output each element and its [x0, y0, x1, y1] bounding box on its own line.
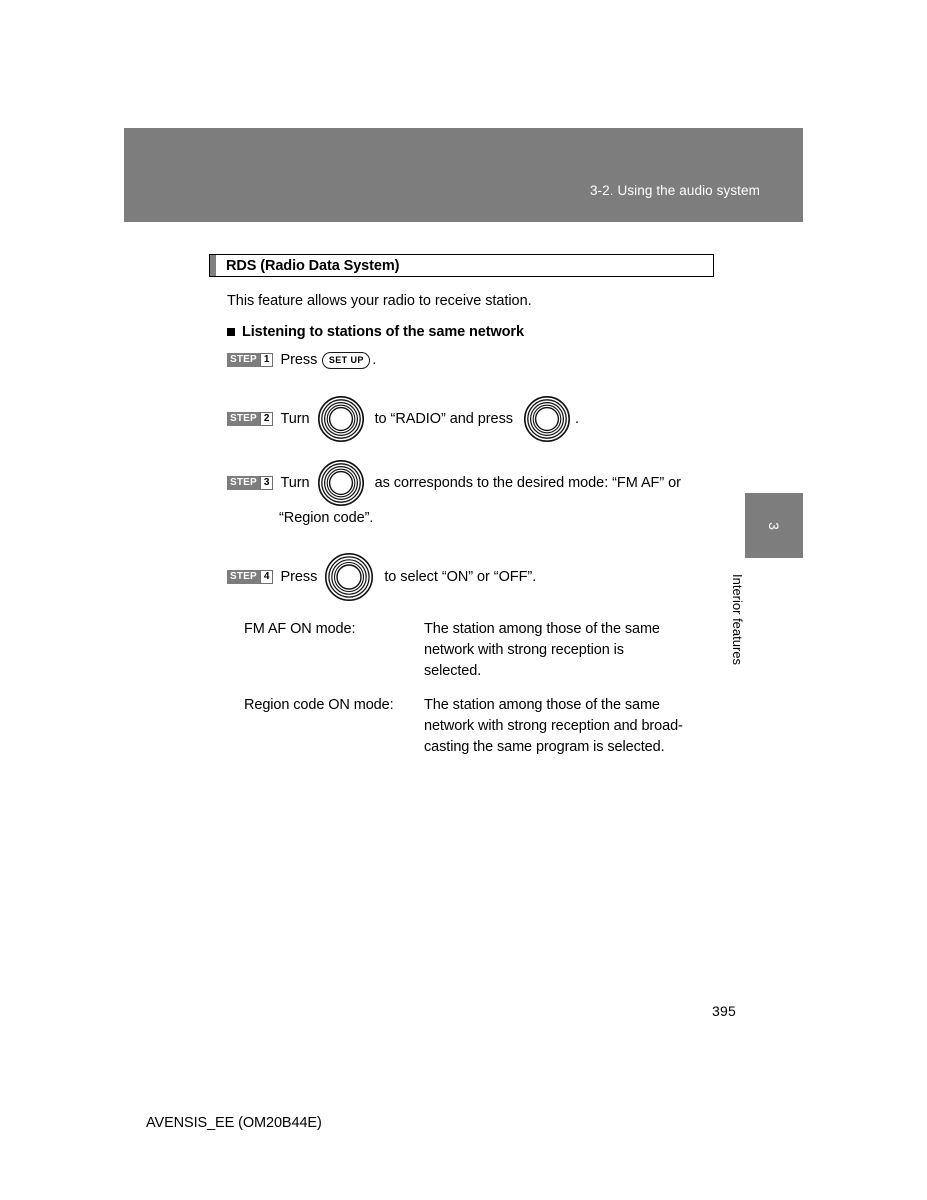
step-badge-number: 2 — [259, 412, 274, 426]
step-badge-word: STEP — [227, 570, 260, 584]
step-2-text-after: . — [574, 411, 579, 427]
section-title-bar: RDS (Radio Data System) — [209, 254, 714, 277]
step-badge-number: 1 — [259, 353, 274, 367]
step-1-text-after: . — [372, 352, 377, 368]
step-row-3: STEP 3 Turn as corresponds to the desire… — [227, 459, 717, 507]
rotary-knob-icon[interactable] — [317, 395, 365, 443]
mode-row: Region code ON mode: The station among t… — [244, 695, 714, 758]
rotary-knob-icon[interactable] — [523, 395, 571, 443]
breadcrumb: 3-2. Using the audio system — [589, 183, 760, 198]
step-3-text-after: as corresponds to the desired mode: “FM … — [374, 475, 681, 491]
rotary-knob-icon[interactable] — [317, 459, 365, 507]
subheading: Listening to stations of the same networ… — [227, 324, 717, 340]
mode-label: FM AF ON mode: — [244, 621, 356, 637]
step-2-text-middle: to “RADIO” and press — [374, 411, 513, 427]
step-badge-number: 4 — [259, 570, 274, 584]
step-badge-word: STEP — [227, 476, 260, 490]
intro-paragraph: This feature allows your radio to receiv… — [227, 293, 532, 309]
page-number: 395 — [712, 1003, 736, 1019]
rotary-knob-icon[interactable] — [324, 552, 374, 602]
mode-description: The station among those of the same netw… — [424, 619, 714, 682]
step-4-text-before: Press — [280, 569, 318, 585]
step-4-text-after: to select “ON” or “OFF”. — [384, 569, 537, 585]
mode-description-line: network with strong reception and broad- — [424, 718, 683, 734]
mode-description-line: The station among those of the same — [424, 621, 660, 637]
setup-key-icon[interactable]: SET UP — [322, 351, 371, 369]
chapter-tab: 3 — [745, 493, 803, 558]
section-accent-bar — [210, 255, 216, 276]
mode-description-line: network with strong reception is — [424, 642, 624, 658]
chapter-tab-number: 3 — [766, 521, 782, 530]
step-row-1: STEP 1 Press SET UP . — [227, 349, 717, 371]
subheading-label: Listening to stations of the same networ… — [242, 324, 524, 340]
mode-description-line: selected. — [424, 663, 482, 679]
mode-description-line: The station among those of the same — [424, 697, 660, 713]
section-title: RDS (Radio Data System) — [226, 257, 400, 274]
mode-description-list: FM AF ON mode: The station among those o… — [244, 619, 714, 758]
step-badge-number: 3 — [259, 476, 274, 490]
step-row-4: STEP 4 Press to select “ON” or “OFF”. — [227, 552, 717, 602]
chapter-tab-label-wrap: Interior features — [730, 572, 745, 665]
step-row-2: STEP 2 Turn to “RADIO” and press — [227, 395, 717, 443]
page-header-band: 3-2. Using the audio system — [124, 128, 803, 222]
step-badge-word: STEP — [227, 353, 260, 367]
step-3-text-before: Turn — [280, 475, 310, 491]
document-code: AVENSIS_EE (OM20B44E) — [146, 1115, 322, 1131]
mode-label: Region code ON mode: — [244, 697, 394, 713]
step-3-continuation: “Region code”. — [279, 510, 374, 526]
step-badge-2: STEP 2 — [227, 412, 274, 426]
step-badge-3: STEP 3 — [227, 476, 274, 490]
step-badge-1: STEP 1 — [227, 353, 274, 367]
chapter-tab-label: Interior features — [730, 574, 745, 666]
step-3-continuation-wrap: “Region code”. — [279, 509, 717, 527]
step-badge-4: STEP 4 — [227, 570, 274, 584]
step-1-text-before: Press — [280, 352, 318, 368]
step-badge-word: STEP — [227, 412, 260, 426]
mode-description-line: casting the same program is selected. — [424, 739, 665, 755]
square-bullet-icon — [227, 328, 235, 336]
mode-row: FM AF ON mode: The station among those o… — [244, 619, 714, 682]
step-2-text-before: Turn — [280, 411, 310, 427]
main-content: This feature allows your radio to receiv… — [227, 292, 717, 771]
mode-description: The station among those of the same netw… — [424, 695, 714, 758]
